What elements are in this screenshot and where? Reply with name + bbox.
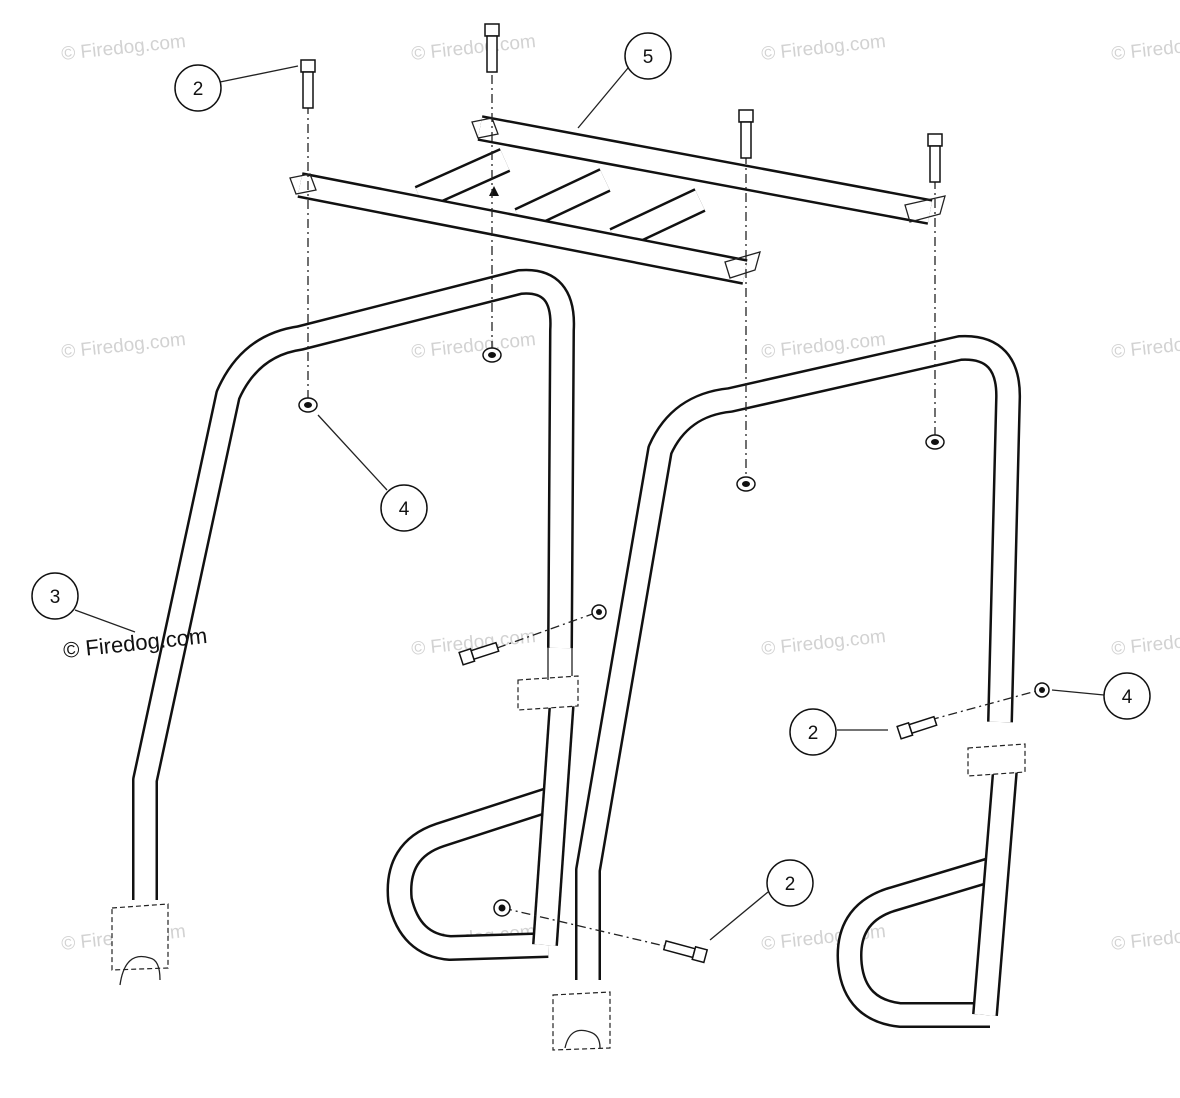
callout-number: 2	[785, 874, 796, 895]
nut-icon	[482, 347, 502, 363]
watermark: © Firedog.com	[1110, 626, 1180, 660]
nut-icon	[1034, 682, 1050, 698]
roof-frame	[289, 115, 946, 285]
callout-2-bottom: 2	[766, 859, 814, 907]
bolt-icon	[927, 133, 943, 183]
nut-icon	[591, 604, 607, 620]
nut-icon	[925, 434, 945, 450]
watermark: © Firedog.com	[1110, 329, 1180, 363]
callout-4-right: 4	[1103, 672, 1151, 720]
callout-number: 4	[1122, 687, 1133, 708]
callout-2-right: 2	[789, 708, 837, 756]
callout-5: 5	[624, 32, 672, 80]
callout-number: 4	[399, 499, 410, 520]
watermark-prominent: © Firedog.com	[62, 623, 208, 663]
callout-number: 2	[193, 79, 204, 100]
left-roll-bar	[111, 268, 579, 986]
right-roll-bar	[552, 334, 1026, 1051]
alignment-lines	[307, 75, 1041, 953]
bolts	[300, 23, 943, 964]
nut-icon	[298, 397, 318, 413]
watermark: © Firedog.com	[410, 31, 536, 65]
watermark: © Firedog.com	[760, 31, 886, 65]
arrow-marker-icon	[489, 186, 499, 196]
watermark: © Firedog.com	[60, 31, 186, 65]
watermark: © Firedog.com	[1110, 31, 1180, 65]
bolt-icon	[300, 59, 316, 109]
callout-number: 2	[808, 723, 819, 744]
callout-4-left: 4	[380, 484, 428, 532]
bolt-icon	[484, 23, 500, 73]
nuts	[298, 347, 1050, 917]
callout-number: 5	[643, 47, 654, 68]
watermark: © Firedog.com	[1110, 921, 1180, 955]
bolt-icon	[738, 109, 754, 159]
watermark: © Firedog.com	[410, 329, 536, 363]
bolt-icon	[662, 940, 709, 964]
nut-icon	[736, 476, 756, 492]
watermark: © Firedog.com	[760, 626, 886, 660]
callout-2-top: 2	[174, 64, 222, 112]
callout-3: 3	[31, 572, 79, 620]
bolt-icon	[896, 715, 938, 740]
callout-number: 3	[50, 587, 61, 608]
leader-lines	[74, 65, 1105, 941]
bolt-icon	[458, 641, 500, 666]
watermark: © Firedog.com	[60, 329, 186, 363]
nut-icon	[493, 899, 511, 917]
